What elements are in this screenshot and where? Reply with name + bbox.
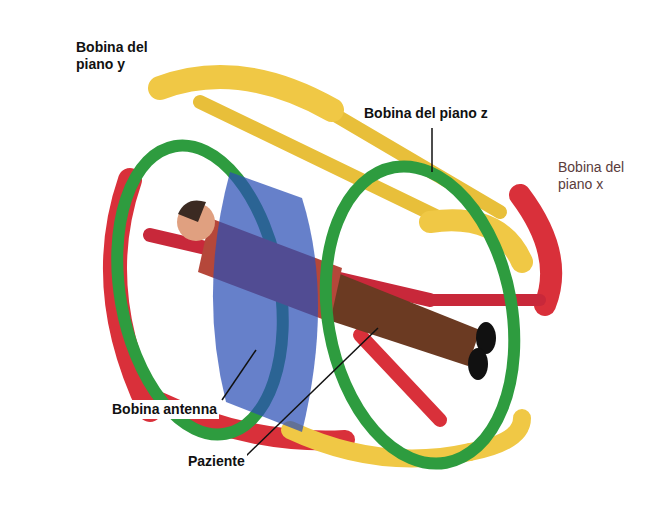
y-coil-arc bbox=[160, 77, 332, 110]
label-holder: Bobina antenna bbox=[110, 400, 219, 419]
y-coil-arc bbox=[430, 220, 522, 262]
part-label: Bobina del piano z bbox=[362, 104, 490, 123]
leader-line bbox=[222, 350, 256, 400]
label-holder: Bobina del piano x bbox=[556, 158, 640, 194]
part-label: Bobina antenna bbox=[110, 400, 219, 419]
patient-legs bbox=[322, 270, 480, 366]
x-coil-bar bbox=[430, 294, 540, 306]
label-holder: Bobina del piano z bbox=[362, 104, 490, 123]
leader-line bbox=[431, 128, 433, 172]
patient-foot bbox=[468, 348, 488, 380]
label-holder: Bobina del piano y bbox=[74, 38, 160, 74]
z-coil-ring bbox=[303, 151, 536, 478]
patient-hair bbox=[178, 201, 206, 223]
part-label: Bobina del piano y bbox=[74, 38, 160, 74]
antenna-coil bbox=[213, 172, 318, 432]
leader-line bbox=[246, 328, 378, 456]
part-label: Paziente bbox=[186, 452, 247, 471]
label-holder: Paziente bbox=[186, 452, 247, 471]
part-label: Bobina del piano x bbox=[556, 158, 640, 194]
leader-lines bbox=[222, 128, 432, 456]
